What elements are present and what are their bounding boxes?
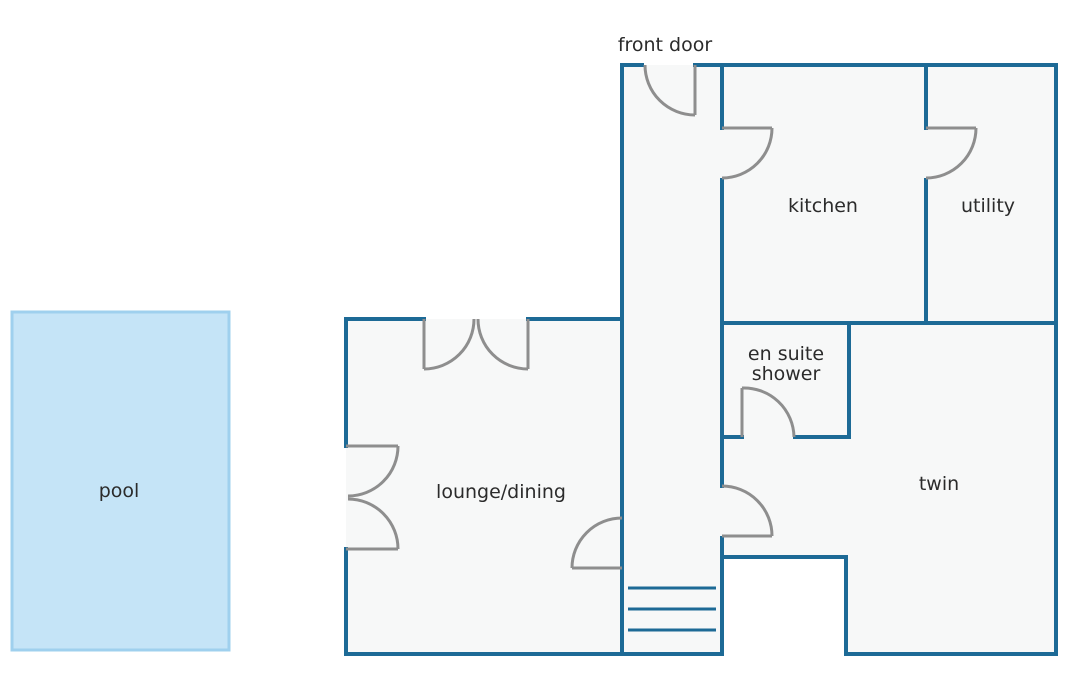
lounge-dining-label: lounge/dining — [436, 481, 566, 503]
pool — [10, 310, 231, 652]
front-door-swing — [643, 64, 697, 117]
kitchen-door-swing — [721, 126, 774, 180]
lounge-left-double-door-swing — [346, 444, 400, 551]
en-suite-label-line1: en suite — [748, 343, 824, 365]
stairs — [628, 586, 716, 632]
front-door-label: front door — [618, 34, 713, 56]
twin-door-swing — [721, 484, 774, 538]
lounge-hall-door-swing — [570, 516, 623, 570]
twin-label: twin — [919, 473, 959, 495]
pool-label: pool — [99, 480, 140, 502]
utility-label: utility — [961, 195, 1015, 217]
en-suite-label-line2: shower — [752, 363, 821, 385]
doors — [346, 64, 978, 570]
kitchen-label: kitchen — [788, 195, 858, 217]
walls — [344, 63, 1058, 656]
floor-area — [346, 65, 1056, 654]
utility-door-swing — [925, 126, 978, 180]
lounge-top-double-door-swing — [422, 318, 530, 371]
en-suite-door-swing — [740, 386, 796, 438]
